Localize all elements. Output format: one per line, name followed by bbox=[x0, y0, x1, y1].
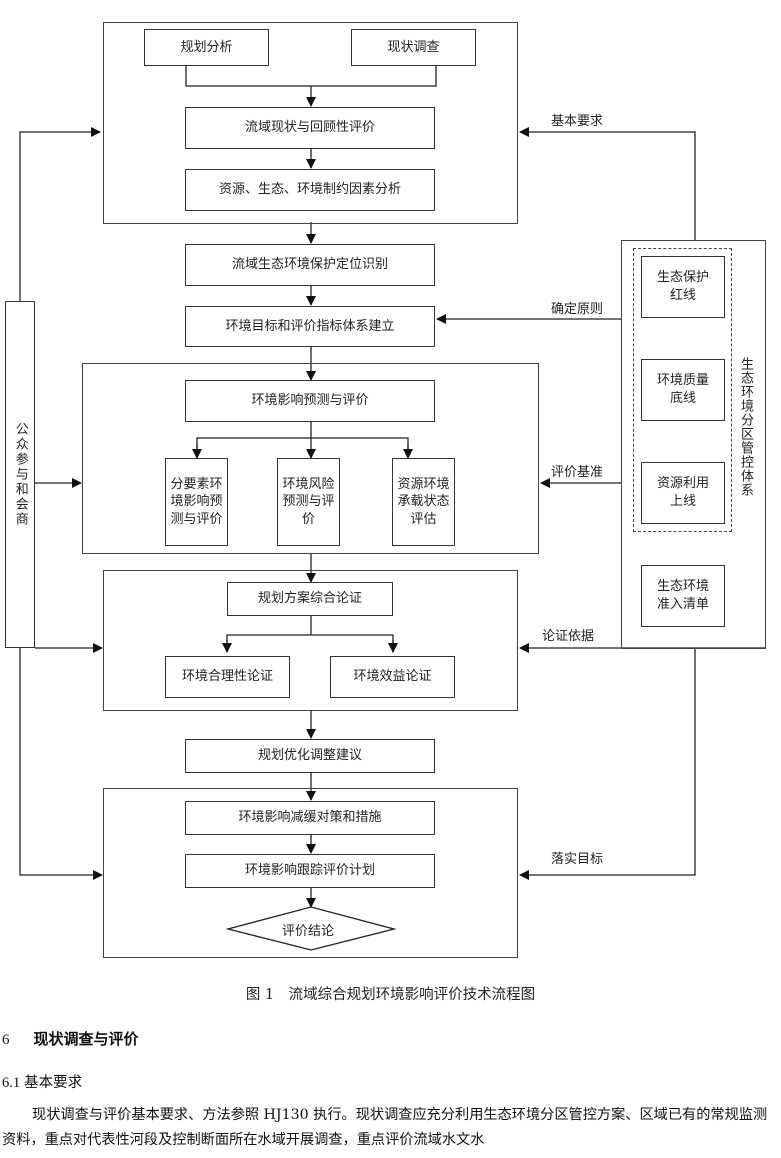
connector-basic-requirements bbox=[519, 127, 696, 240]
node-eco-protection-positioning: 流域生态环境保护定位识别 bbox=[185, 244, 435, 286]
node-mitigation-measures: 环境影响减缓对策和措施 bbox=[185, 801, 435, 835]
subsection-title: 基本要求 bbox=[24, 1075, 83, 1091]
frame-impact-prediction bbox=[82, 363, 539, 554]
node-public-participation: 公众参与和会商 bbox=[5, 301, 35, 648]
frame-zoning-system bbox=[621, 240, 766, 649]
node-constraint-analysis: 资源、生态、环境制约因素分析 bbox=[185, 169, 435, 211]
figure-caption: 图 1 流域综合规划环境影响评价技术流程图 bbox=[245, 987, 536, 1003]
node-tracking-plan: 环境影响跟踪评价计划 bbox=[185, 854, 435, 888]
node-access-list: 生态环境准入清单 bbox=[641, 565, 725, 627]
label-determine-principles: 确定原则 bbox=[551, 302, 604, 317]
node-carrying-capacity: 资源环境承载状态评估 bbox=[392, 458, 455, 546]
section-number: 6 bbox=[2, 1032, 10, 1048]
node-planning-analysis: 规划分析 bbox=[144, 29, 269, 66]
node-rationality-demonstration: 环境合理性论证 bbox=[165, 656, 290, 698]
section-heading: 6 现状调查与评价 bbox=[2, 1028, 139, 1049]
node-basin-status-review: 流域现状与回顾性评价 bbox=[185, 107, 435, 149]
label-basic-requirements: 基本要求 bbox=[551, 114, 604, 129]
node-element-impact: 分要素环境影响预测与评价 bbox=[165, 458, 228, 546]
node-impact-prediction: 环境影响预测与评价 bbox=[185, 380, 435, 422]
node-conclusion: 评价结论 bbox=[282, 924, 335, 939]
label-zoning-system: 生态环境分区管控体系 bbox=[738, 357, 753, 497]
label-implement-targets: 落实目标 bbox=[551, 852, 604, 867]
conclusion-diamond-shape bbox=[225, 906, 397, 951]
body-paragraph: 现状调查与评价基本要求、方法参照 HJ130 执行。现状调查应充分利用生态环境分… bbox=[2, 1107, 768, 1148]
flowchart-connectors bbox=[19, 65, 765, 951]
node-resource-ceiling: 资源利用上线 bbox=[641, 462, 725, 524]
frame-status-analysis bbox=[103, 22, 518, 224]
subsection-number: 6.1 bbox=[2, 1075, 21, 1091]
node-target-index-system: 环境目标和评价指标体系建立 bbox=[185, 306, 435, 347]
label-evaluation-benchmark: 评价基准 bbox=[551, 465, 604, 480]
node-quality-baseline: 环境质量底线 bbox=[641, 359, 725, 421]
frame-plan-demonstration bbox=[103, 570, 518, 711]
label-demonstration-basis: 论证依据 bbox=[542, 629, 595, 644]
dashed-three-lines-group bbox=[633, 248, 732, 532]
connector-implement-targets bbox=[519, 648, 696, 880]
node-redline: 生态保护红线 bbox=[641, 256, 725, 318]
node-status-survey: 现状调查 bbox=[351, 29, 476, 66]
node-optimization-suggestion: 规划优化调整建议 bbox=[185, 739, 435, 773]
connector-public-top bbox=[19, 127, 101, 301]
node-plan-demonstration: 规划方案综合论证 bbox=[227, 582, 393, 616]
node-benefit-demonstration: 环境效益论证 bbox=[330, 656, 455, 698]
connector-public-bottom bbox=[19, 648, 103, 880]
section-title: 现状调查与评价 bbox=[33, 1030, 139, 1048]
node-risk-prediction: 环境风险预测与评价 bbox=[277, 458, 340, 546]
frame-mitigation bbox=[103, 788, 518, 958]
